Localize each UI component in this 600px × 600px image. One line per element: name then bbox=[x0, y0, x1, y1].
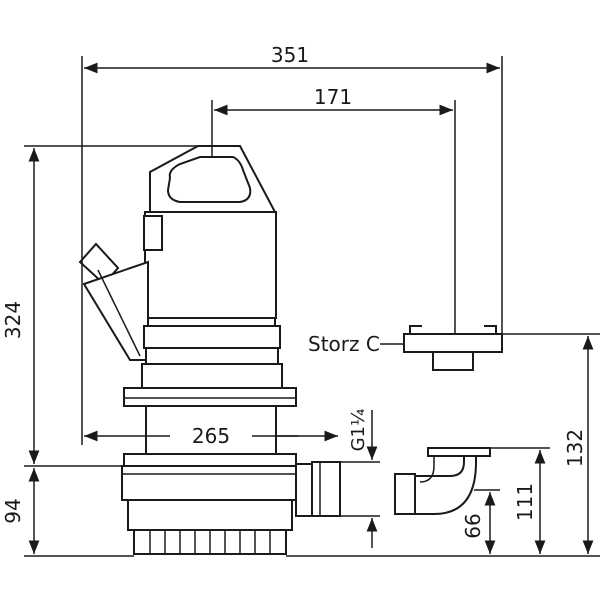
strainer-ring bbox=[127, 499, 293, 531]
strainer-slots bbox=[149, 530, 271, 554]
pump-body bbox=[78, 145, 341, 555]
cable-gland bbox=[78, 242, 120, 286]
storz-label: Storz C bbox=[308, 332, 380, 356]
dim-324-label: 324 bbox=[1, 301, 25, 339]
volute-casing bbox=[121, 465, 297, 501]
thread-label: G1¼ bbox=[348, 409, 369, 452]
extension-lines bbox=[24, 56, 600, 557]
cable-clamp bbox=[143, 215, 163, 251]
motor-ring-4 bbox=[141, 363, 283, 389]
hydraulic-neck bbox=[145, 405, 277, 455]
dim-265-label: 265 bbox=[192, 424, 230, 448]
dimension-arrows bbox=[28, 62, 594, 554]
dim-111-label: 111 bbox=[513, 483, 537, 521]
dim-351-label: 351 bbox=[271, 43, 309, 67]
pump-flange bbox=[123, 387, 297, 407]
cable-entry-body bbox=[82, 260, 149, 361]
dim-94-label: 94 bbox=[1, 498, 25, 523]
base-ring-top bbox=[123, 453, 297, 467]
storz-coupling bbox=[403, 325, 503, 371]
dim-132-label: 132 bbox=[563, 429, 587, 467]
motor-ring-1 bbox=[147, 317, 276, 327]
discharge-nozzle bbox=[311, 461, 341, 517]
motor-ring-3 bbox=[145, 347, 279, 365]
dim-171-label: 171 bbox=[314, 85, 352, 109]
motor-housing bbox=[144, 211, 277, 319]
elbow-fitting bbox=[394, 447, 491, 515]
dim-66-label: 66 bbox=[461, 513, 485, 538]
motor-ring-2 bbox=[143, 325, 281, 349]
handle-grip-hole bbox=[166, 156, 252, 203]
discharge-stub bbox=[295, 463, 313, 517]
